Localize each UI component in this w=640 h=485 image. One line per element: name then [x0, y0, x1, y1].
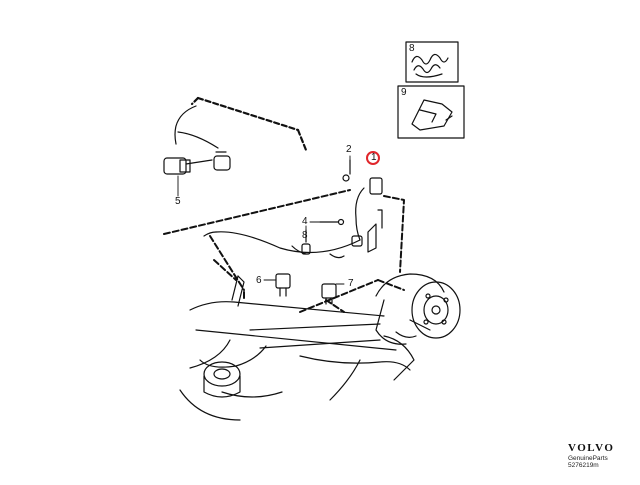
brand-block: VOLVO GenuineParts 5276219m	[568, 442, 628, 469]
rear-subframe	[179, 275, 431, 421]
callout-4[interactable]: 4	[302, 216, 308, 227]
callout-1-ring	[366, 151, 380, 165]
callout-8-cable[interactable]: 8	[302, 230, 308, 241]
bolt-2	[342, 159, 351, 182]
brand-logo-text: VOLVO	[568, 442, 615, 454]
diagram-code: 5276219m	[568, 462, 599, 469]
callout-5[interactable]: 5	[175, 196, 181, 207]
clip-8	[301, 229, 311, 255]
clip-7	[321, 283, 337, 305]
sensor-5-frame	[190, 96, 308, 152]
callout-1[interactable]: 1	[371, 152, 377, 163]
detail-box-8	[405, 41, 459, 83]
sensor-bracket	[367, 209, 383, 253]
callout-8[interactable]: 8	[409, 43, 415, 54]
callout-7[interactable]: 7	[348, 278, 354, 289]
brand-subtitle: GenuineParts	[568, 455, 608, 462]
bolt-4	[319, 218, 345, 226]
leader-lines	[163, 189, 405, 313]
callout-9[interactable]: 9	[401, 87, 407, 98]
callout-leaders	[177, 45, 407, 285]
detail-box-9	[397, 85, 465, 139]
sensor-5	[163, 105, 231, 175]
clip-6	[275, 273, 291, 297]
callout-6[interactable]: 6	[256, 275, 262, 286]
callout-2[interactable]: 2	[346, 144, 352, 155]
